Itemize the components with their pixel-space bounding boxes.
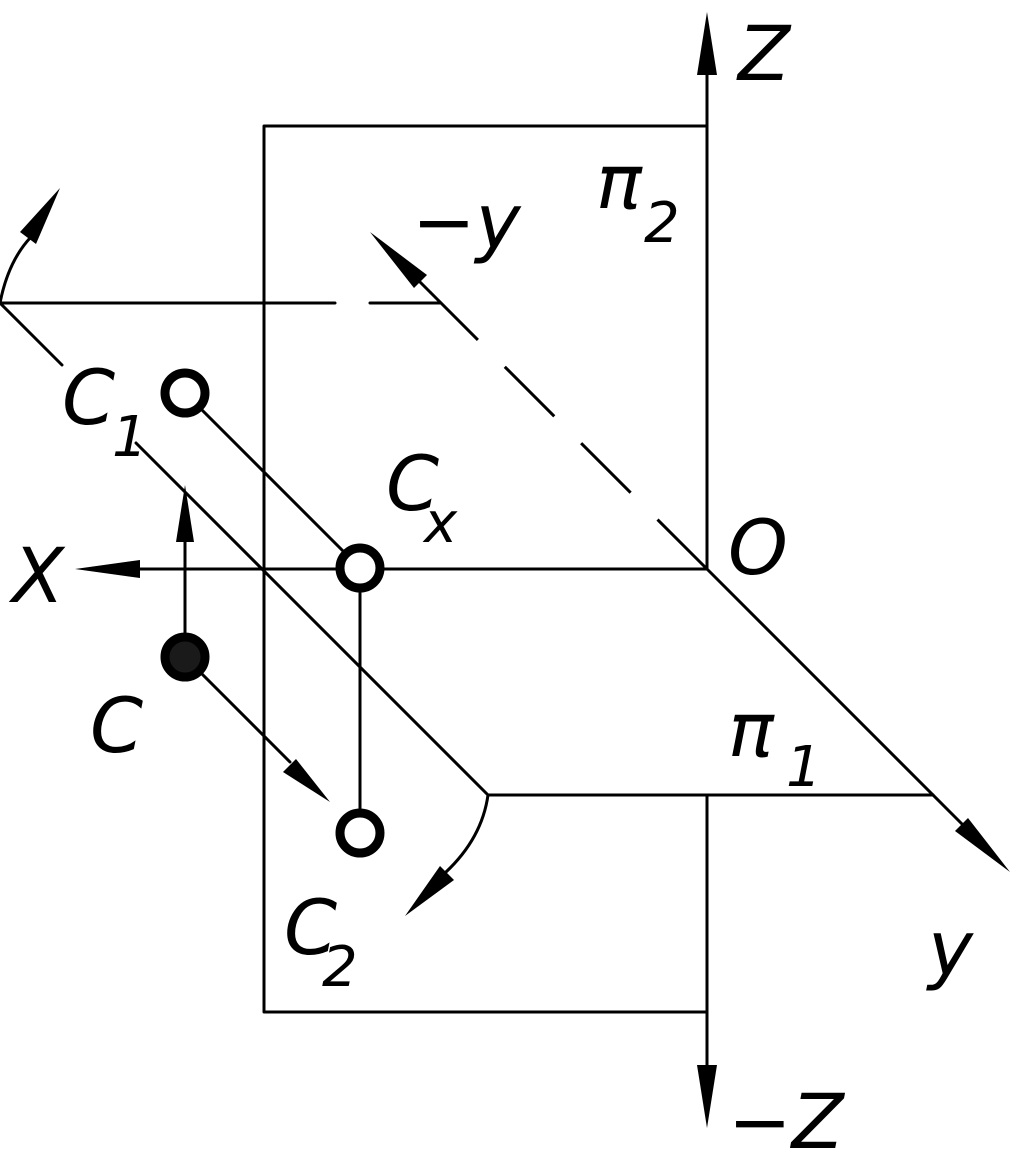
point-c2 xyxy=(335,808,385,858)
z-axis-arrowhead xyxy=(697,12,717,75)
point-c1 xyxy=(160,368,210,418)
label-c1: C xyxy=(62,353,115,442)
y-axis xyxy=(705,567,964,826)
x-axis-arrowhead xyxy=(75,560,140,578)
c-to-c2-arrowhead xyxy=(283,759,330,802)
neg-y-axis-tip xyxy=(418,280,432,294)
rotation-arc-upper xyxy=(0,236,32,305)
rotation-arc-lower-arrowhead xyxy=(405,866,454,916)
label-c: C xyxy=(90,681,143,770)
point-c xyxy=(160,632,210,682)
rotation-arc-lower xyxy=(444,793,490,874)
label-cx: C xyxy=(386,439,439,528)
label-z: Z xyxy=(736,9,792,98)
label-pi2: π xyxy=(596,137,643,226)
neg-y-axis-arrowhead xyxy=(370,232,427,288)
label-c1-subscript: 1 xyxy=(112,405,148,470)
label-y: y xyxy=(926,904,974,993)
label-neg-y: −y xyxy=(412,177,522,266)
label-pi2-subscript: 2 xyxy=(644,191,680,256)
y-axis-arrowhead xyxy=(955,818,1010,872)
label-neg-z: −Z xyxy=(728,1077,846,1155)
rotation-arc-upper-arrowhead xyxy=(20,188,60,244)
upper-left-diagonal xyxy=(0,301,64,367)
label-x: X xyxy=(8,531,66,620)
c-to-c2-line xyxy=(183,655,292,764)
c1-to-cx-line xyxy=(183,391,362,570)
point-cx xyxy=(335,543,385,593)
neg-z-axis-arrowhead xyxy=(697,1065,717,1128)
c-to-c1-arrowhead xyxy=(176,485,194,542)
label-cx-subscript: x xyxy=(422,491,458,556)
label-c2-subscript: 2 xyxy=(322,935,358,1000)
label-c2: C xyxy=(284,883,337,972)
label-pi1: π xyxy=(728,685,775,774)
label-pi1-subscript: 1 xyxy=(786,735,822,800)
plane-lower-frame xyxy=(262,567,709,1014)
fold-diagonal-lower xyxy=(134,441,490,797)
neg-y-axis-dashed xyxy=(428,290,709,571)
label-origin: O xyxy=(728,503,788,592)
